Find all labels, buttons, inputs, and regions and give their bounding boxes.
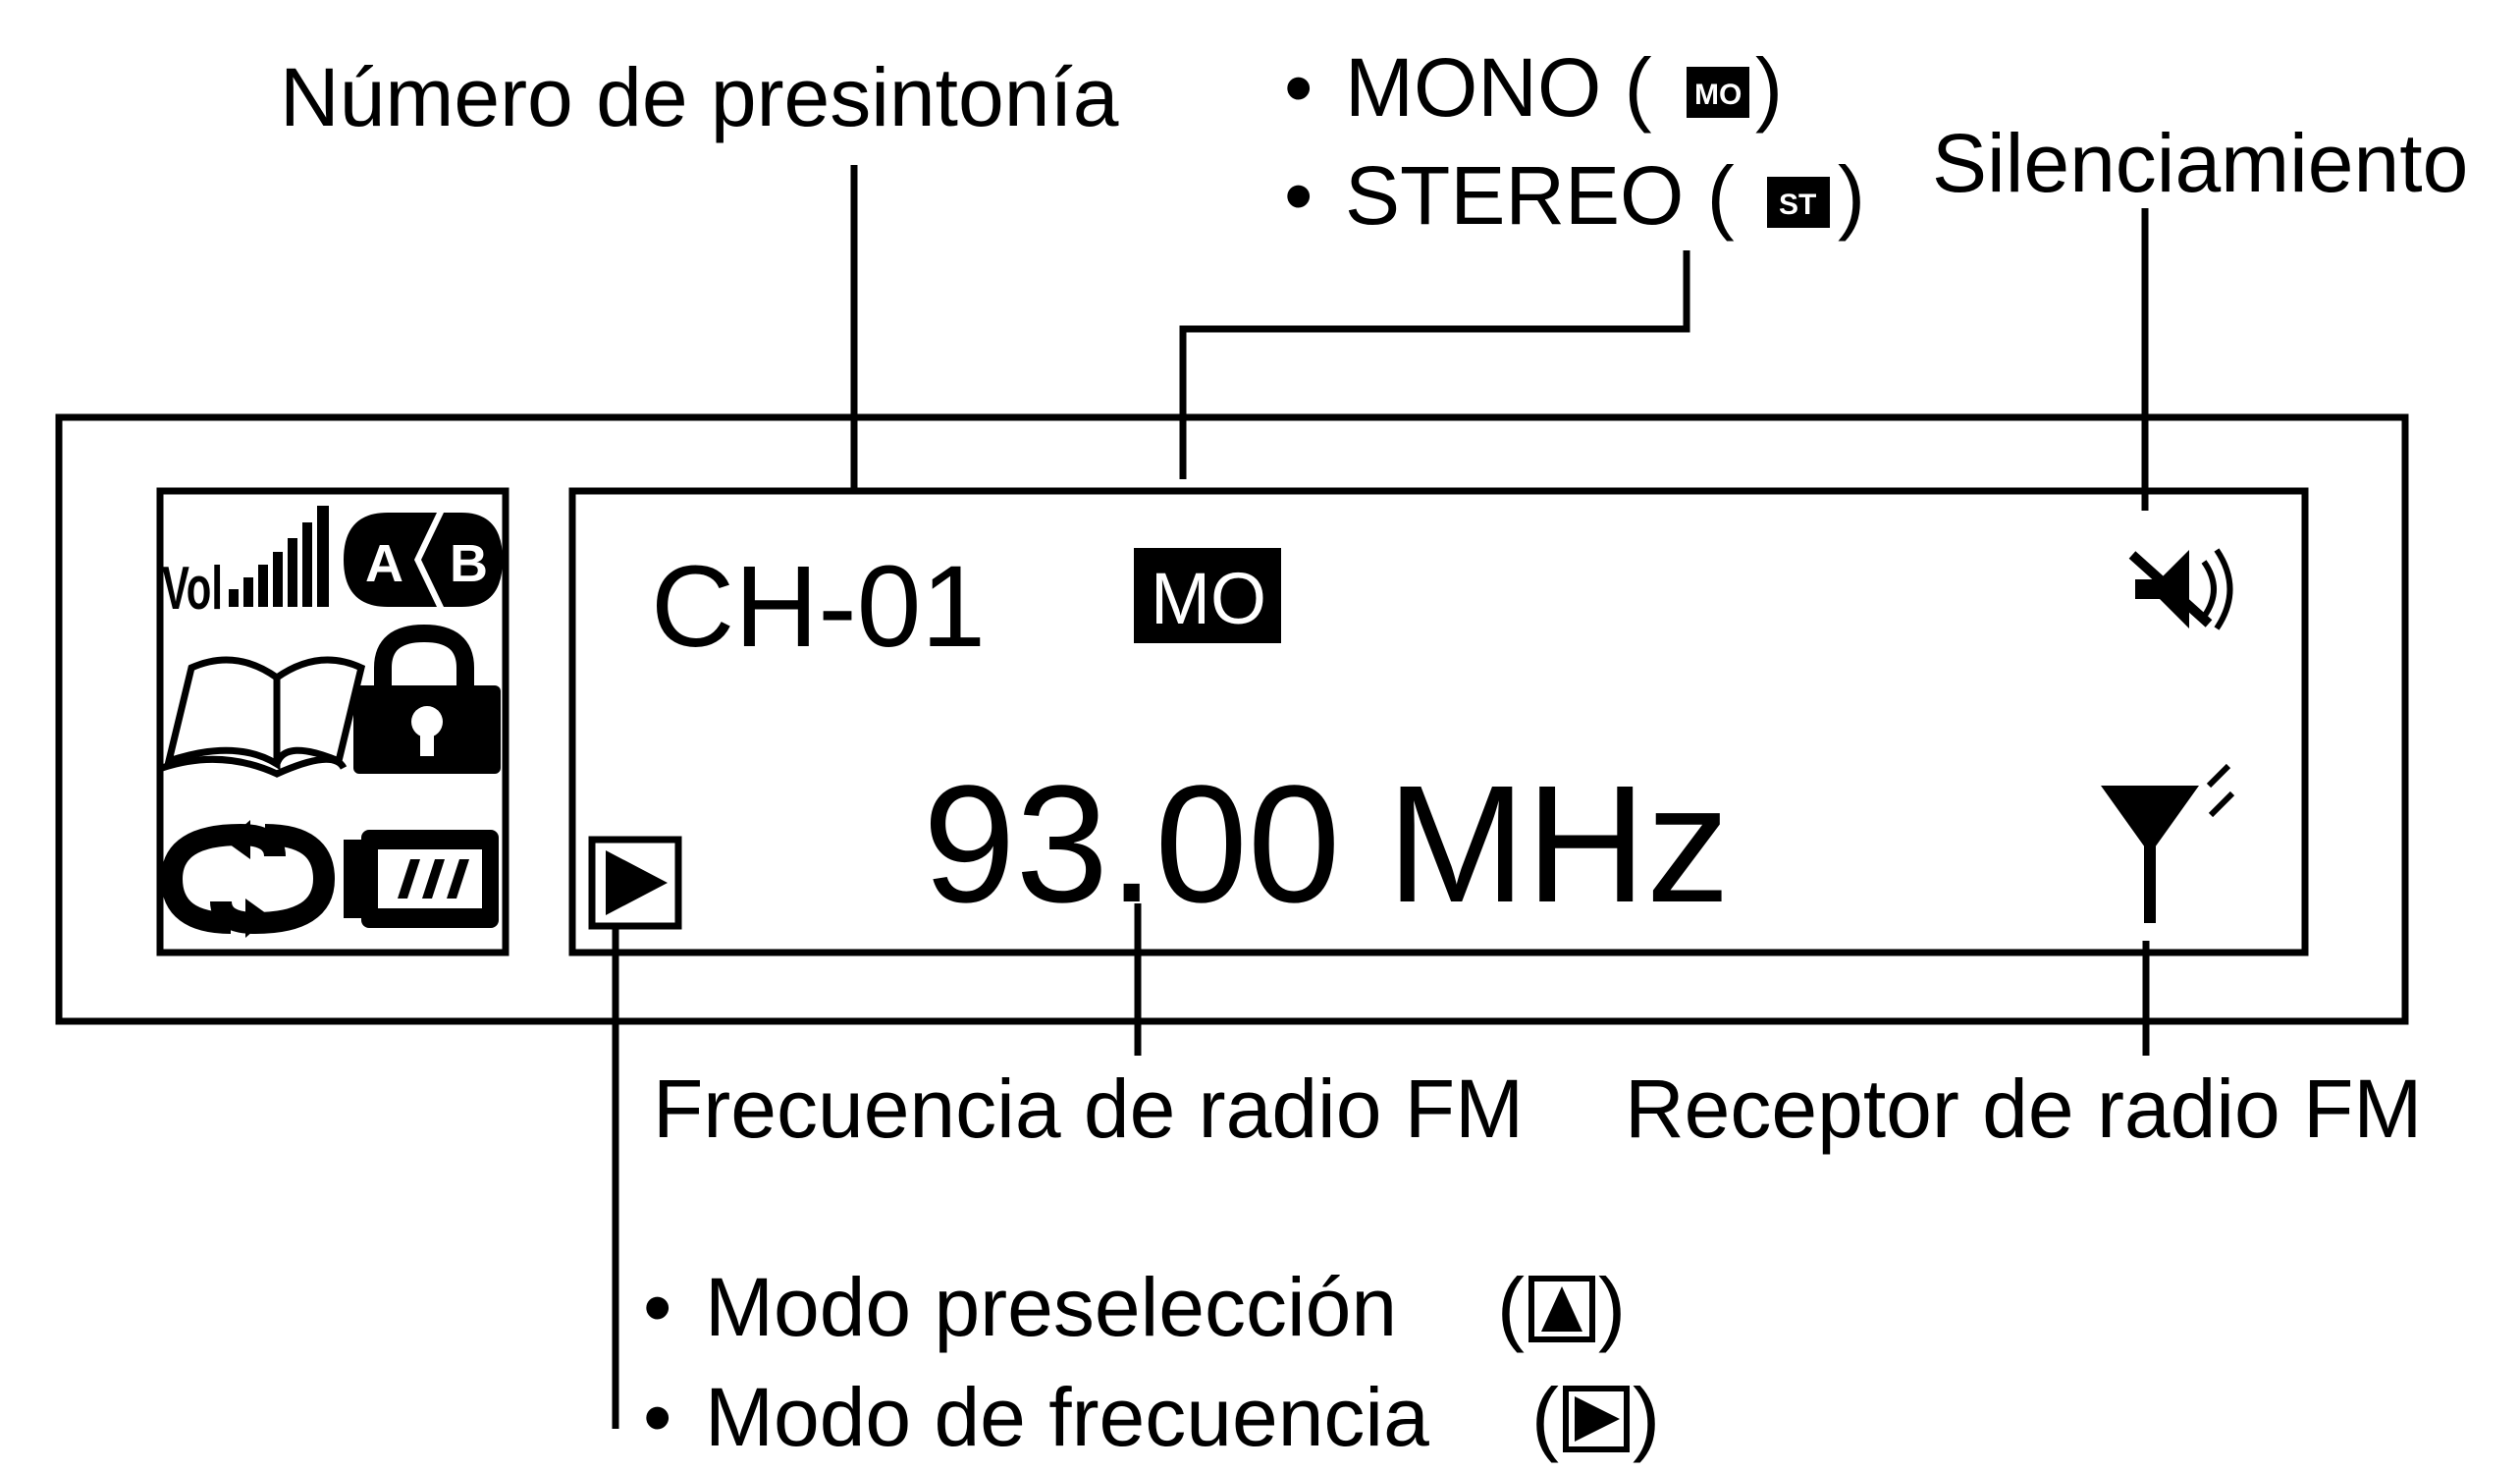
battery-icon [344, 830, 499, 928]
label-frequency-mode-close: ) [1633, 1371, 1660, 1463]
label-preset-mode: • Modo preselección ( ) [643, 1261, 1626, 1353]
volume-bars-icon: Vol [162, 506, 329, 623]
leader-mono-stereo [1179, 250, 1690, 479]
label-preset-mode-text: Modo preselección [705, 1261, 1397, 1353]
label-mono-close: ) [1755, 41, 1783, 134]
ab-repeat-icon: A B [344, 513, 503, 607]
label-mono-badge: MO [1694, 79, 1742, 111]
label-preset-number: Número de presintonía [280, 51, 1119, 143]
label-stereo-bullet: • [1284, 149, 1313, 242]
lock-icon [353, 624, 501, 774]
play-triangle-icon [588, 836, 682, 930]
lcd-screen-frame [568, 487, 2309, 956]
channel-number: CH-01 [651, 542, 986, 672]
label-stereo-close: ) [1838, 149, 1865, 242]
label-mute: Silenciamiento [1932, 117, 2468, 209]
mono-indicator: MO [1134, 548, 1281, 643]
label-frequency-mode-open: ( [1531, 1371, 1559, 1463]
label-frequency-mode-bullet: • [643, 1371, 671, 1463]
device-outer-frame [55, 413, 2409, 1025]
label-mono: • MONO ( MO ) [1284, 41, 1783, 134]
label-stereo-badge: ST [1779, 189, 1816, 221]
repeat-b-label: B [450, 534, 488, 593]
stereo-badge-icon [1767, 177, 1830, 228]
label-frequency-mode-text: Modo de frecuencia [705, 1371, 1429, 1463]
mono-indicator-label: MO [1151, 558, 1266, 639]
antenna-signal-icon [2101, 763, 2235, 923]
up-triangle-icon [1528, 1276, 1595, 1342]
label-preset-mode-close: ) [1598, 1261, 1626, 1353]
mono-badge-icon [1687, 67, 1749, 118]
label-stereo: • STEREO ( ST ) [1284, 149, 1865, 242]
label-mono-text: MONO ( [1345, 41, 1652, 134]
status-icon-panel: Vol A B [156, 487, 509, 956]
label-mono-bullet: • [1284, 41, 1313, 134]
repeat-arrows-icon [160, 820, 336, 938]
label-fm-receiver: Receptor de radio FM [1625, 1063, 2422, 1155]
label-preset-mode-open: ( [1497, 1261, 1525, 1353]
label-stereo-text: STEREO ( [1345, 149, 1735, 242]
book-icon [160, 656, 366, 778]
volume-label: Vol [162, 555, 223, 623]
fm-frequency-readout: 93.00 MHz [923, 751, 1730, 938]
label-fm-frequency: Frecuencia de radio FM [653, 1063, 1524, 1155]
icon-panel-frame [156, 487, 509, 956]
label-frequency-mode: • Modo de frecuencia ( ) [643, 1371, 1660, 1463]
label-preset-mode-bullet: • [643, 1261, 671, 1353]
right-triangle-icon [1563, 1386, 1630, 1452]
repeat-a-label: A [365, 534, 403, 593]
mute-speaker-icon [2128, 548, 2233, 630]
